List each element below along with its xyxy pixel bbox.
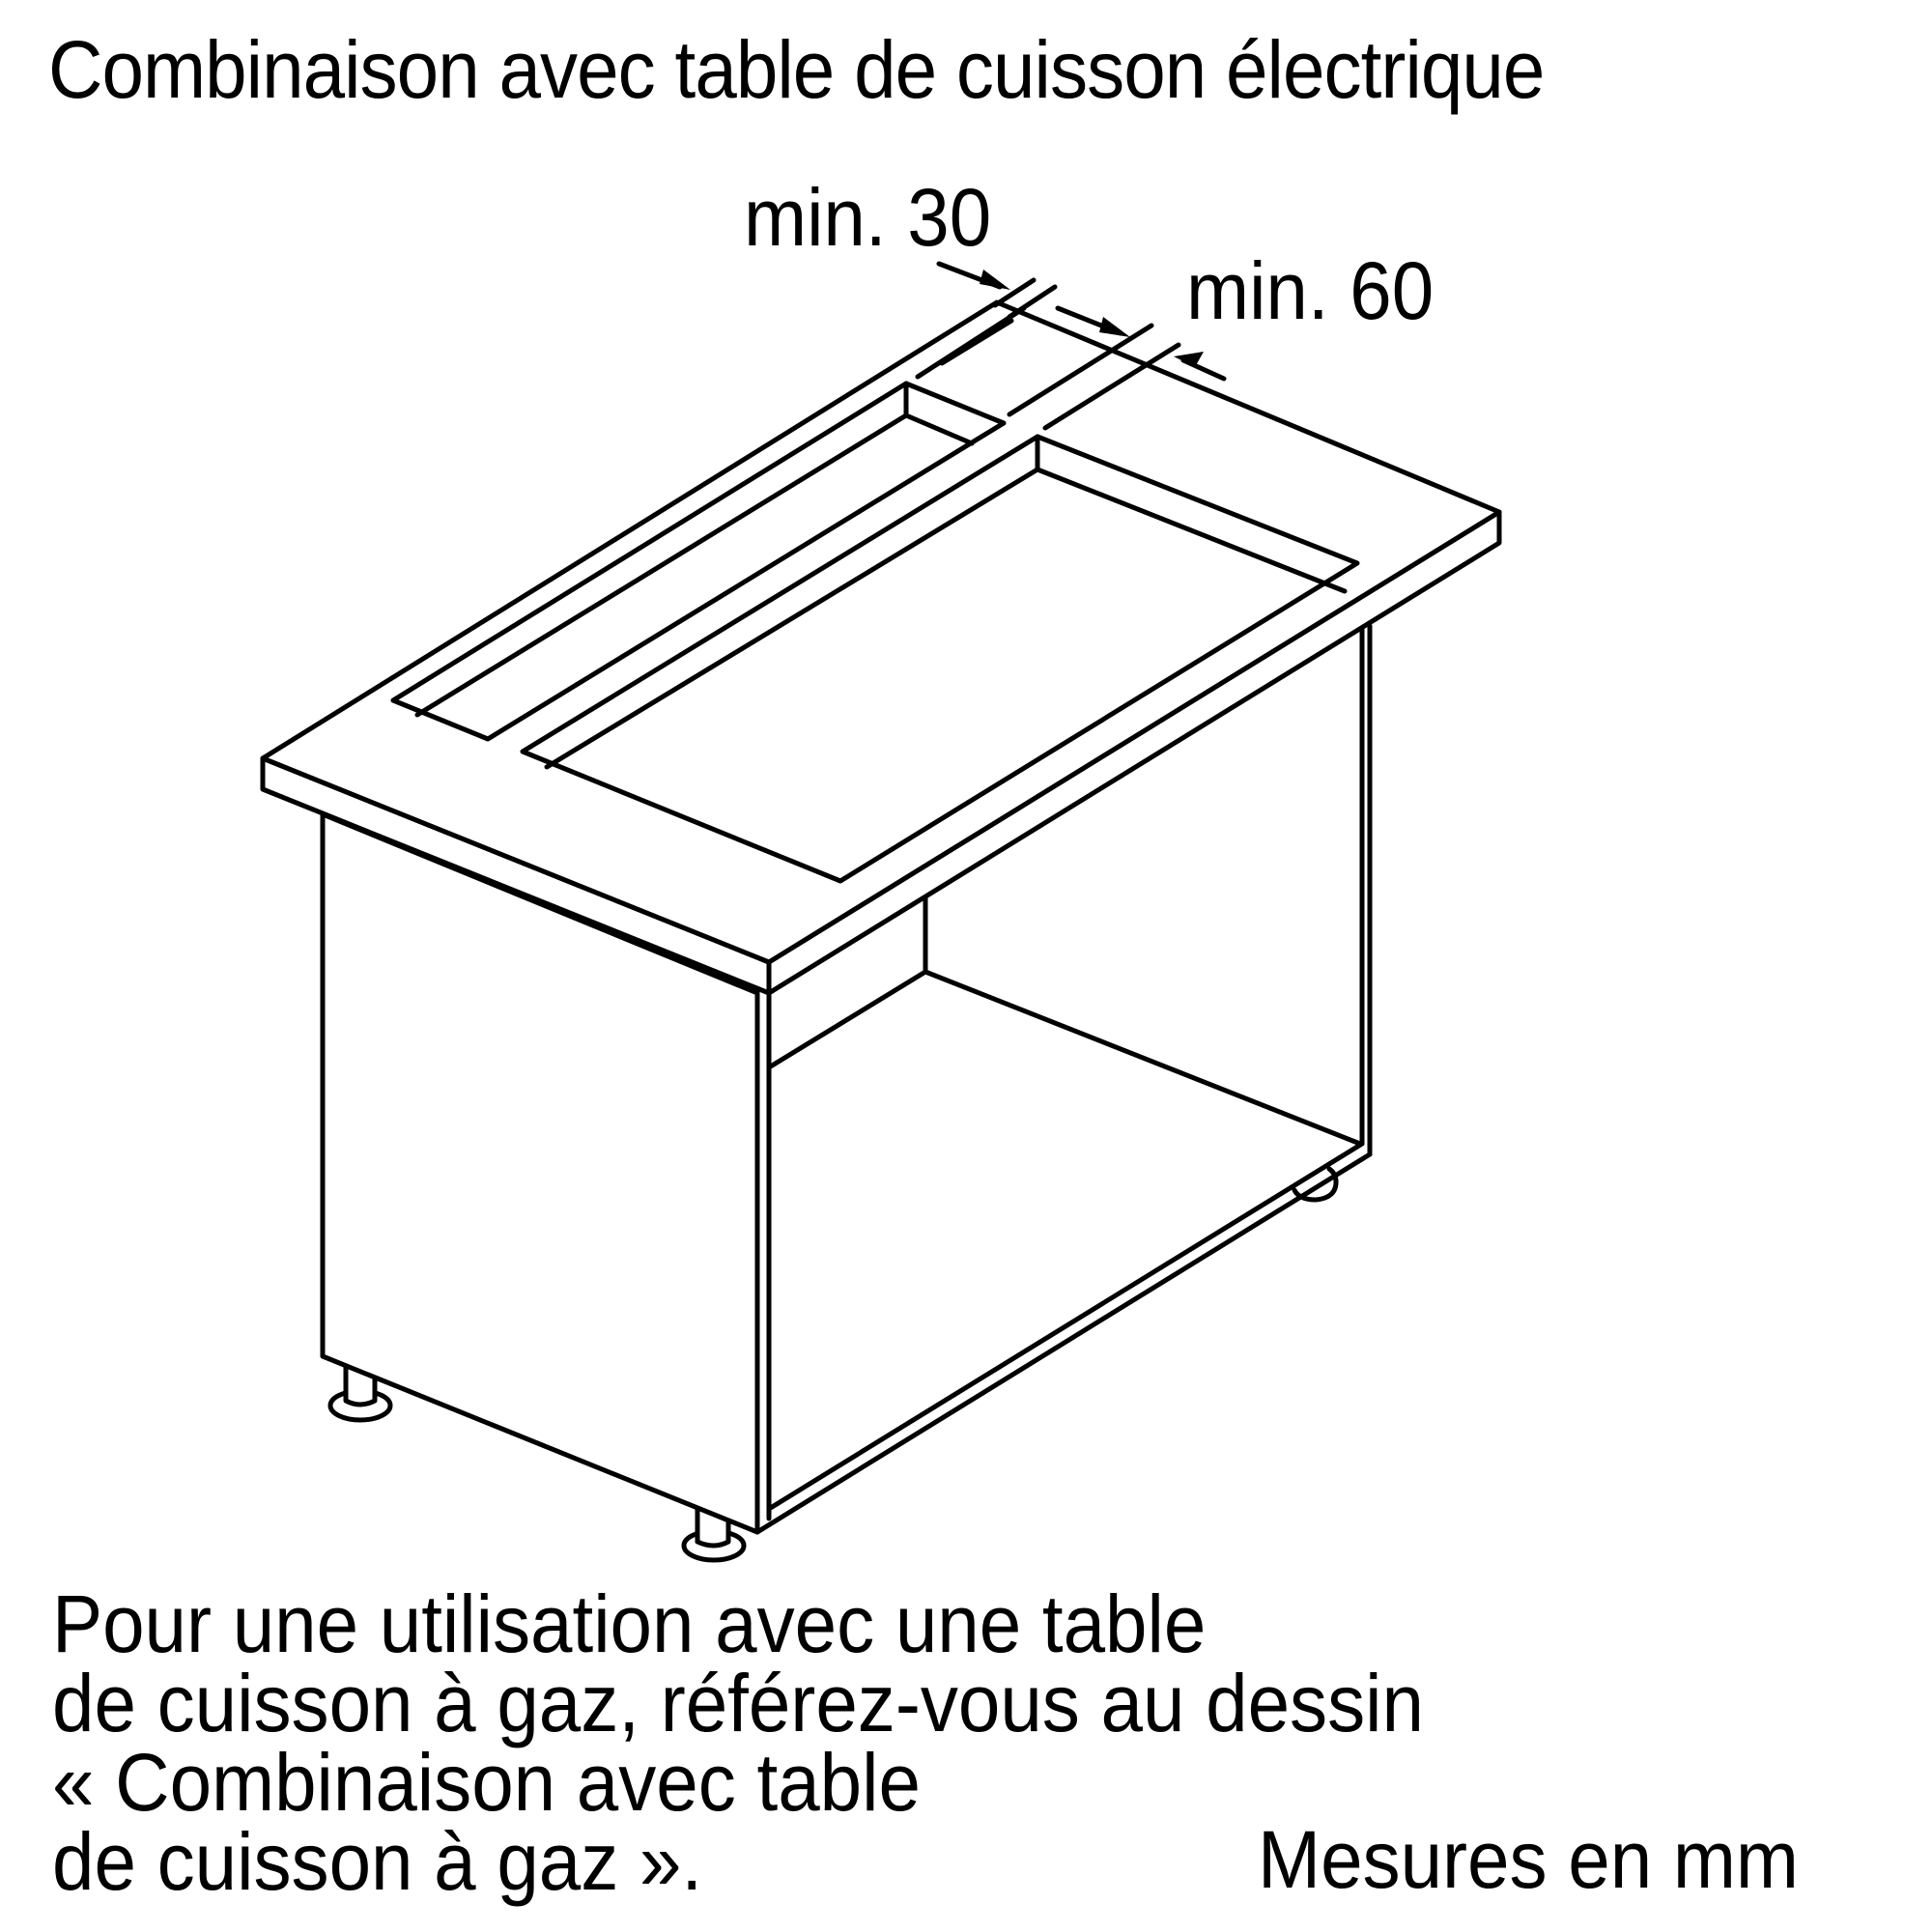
arrow-min60-right: [1174, 352, 1204, 367]
arrow-min60-left: [1099, 317, 1130, 337]
note-line: de cuisson à gaz ».: [52, 1816, 703, 1907]
downdraft-cutout: [390, 381, 1007, 742]
dimension-label-min-30: min. 30: [744, 172, 992, 263]
dimension-label-min-60: min. 60: [1186, 245, 1435, 336]
diagram-title: Combinaison avec table de cuisson électr…: [48, 24, 1545, 115]
units-label: Mesures en mm: [1258, 1814, 1800, 1905]
foot-front-right: [681, 1504, 747, 1563]
note-line: de cuisson à gaz, référez-vous au dessin: [52, 1658, 1424, 1748]
note-line: « Combinaison avec table: [52, 1737, 921, 1828]
dimension-lines: [915, 261, 1227, 431]
hob-cutout: [520, 434, 1360, 884]
cabinet-carcass: [320, 623, 1373, 1535]
note-line: Pour une utilisation avec une table: [52, 1578, 1207, 1669]
arrow-min30: [980, 270, 1010, 290]
gas-hob-note: Pour une utilisation avec une table de c…: [52, 1578, 1424, 1907]
